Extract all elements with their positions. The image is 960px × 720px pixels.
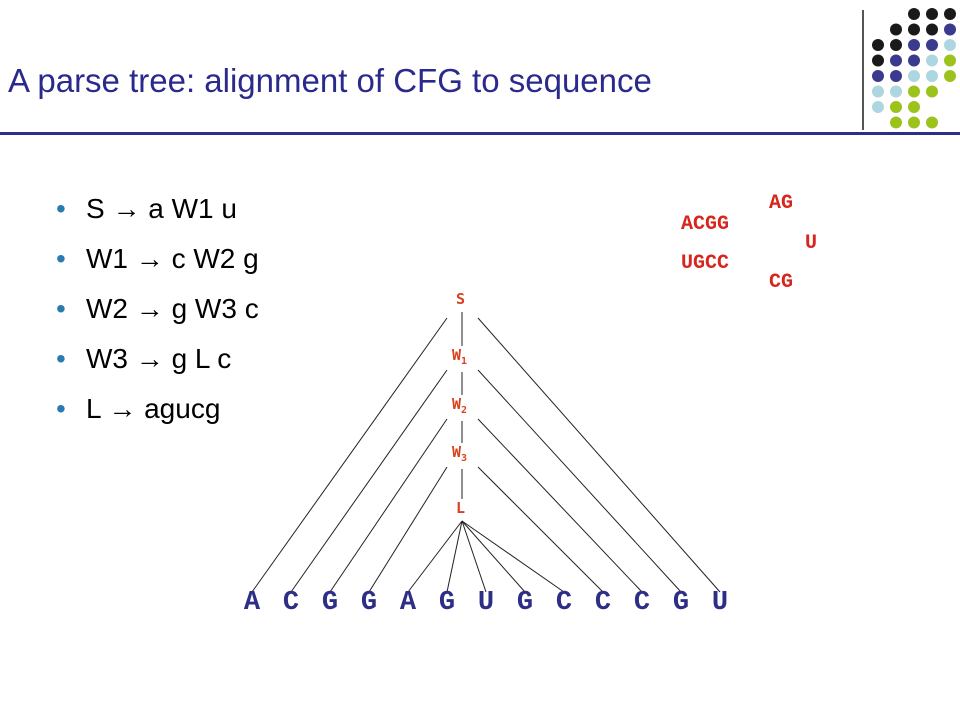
decorative-dot [908, 54, 920, 67]
decorative-dot [926, 8, 938, 20]
rule-rhs: agucg [144, 393, 221, 424]
decorative-dot [908, 101, 920, 113]
decorative-dot [872, 85, 884, 98]
tree-edge [477, 317, 721, 593]
decorative-dot [872, 54, 884, 67]
grammar-rule: • W1 → c W2 g [56, 240, 296, 278]
rule-rhs: c W2 g [171, 243, 259, 274]
sequence-base: A [399, 588, 417, 618]
sequence-base: C [555, 588, 573, 618]
decorative-dot [926, 23, 938, 36]
hairpin-stem-bottom: UGCC [681, 252, 730, 275]
sequence-base: U [711, 588, 729, 618]
sequence-base: C [633, 588, 651, 618]
arrow-icon: → [135, 343, 164, 374]
decorative-dot [872, 70, 884, 82]
decorative-dot [926, 54, 938, 67]
decorative-dot [908, 39, 920, 51]
hairpin-loop-top: AG [769, 192, 794, 215]
arrow-icon: → [108, 393, 137, 424]
hairpin-stem-top: ACGG [681, 213, 730, 236]
tree-node-s: S [456, 290, 466, 308]
grammar-rule: • S → a W1 u [56, 190, 296, 228]
hairpin-loop-bottom: CG [769, 271, 794, 294]
decorative-dot [944, 70, 956, 82]
decorative-dot [908, 70, 920, 82]
sequence-base: G [672, 588, 690, 618]
decorative-dot [890, 23, 902, 36]
decorative-dot [872, 101, 884, 113]
grammar-rule: • W3 → g L c [56, 340, 296, 378]
tree-edge [461, 520, 487, 593]
bullet-icon: • [56, 293, 66, 324]
decorative-dot [908, 85, 920, 98]
decorative-dot [944, 8, 956, 20]
sequence-base: C [282, 588, 300, 618]
sequence-base: G [438, 588, 456, 618]
decorative-dot [908, 116, 920, 129]
tree-node-w1: W1 [452, 346, 468, 367]
decorative-dot [926, 116, 938, 129]
sequence-base: C [594, 588, 612, 618]
title-divider [0, 132, 960, 135]
decorative-dot [926, 70, 938, 82]
tree-edge [290, 369, 448, 593]
decorative-dot [890, 101, 902, 113]
decorative-dot [944, 23, 956, 36]
tree-edge [446, 520, 463, 593]
rule-rhs: g W3 c [171, 293, 259, 324]
rule-lhs: S [86, 193, 105, 224]
tree-node-l: L [456, 499, 466, 517]
arrow-icon: → [135, 293, 164, 324]
tree-edge [407, 520, 463, 593]
decorative-dot [944, 54, 956, 67]
arrow-icon: → [112, 193, 141, 224]
tree-edge [461, 520, 565, 593]
rule-rhs: g L c [171, 343, 232, 374]
grammar-rule: • L → agucg [56, 390, 296, 428]
decorative-dot [944, 39, 956, 51]
decorative-dot [890, 85, 902, 98]
decorative-dot [926, 39, 938, 51]
tree-edge [461, 520, 526, 593]
decorative-dot [890, 39, 902, 51]
decorative-dot [908, 8, 920, 20]
tree-edge [329, 418, 448, 593]
tree-edge [477, 369, 682, 593]
tree-edge [368, 466, 448, 593]
tree-edge [477, 466, 604, 593]
sequence-base: G [321, 588, 339, 618]
grammar-rules-list: • S → a W1 u • W1 → c W2 g • W2 → g W3 c • W… [56, 190, 296, 440]
sequence-base: U [477, 588, 495, 618]
bullet-icon: • [56, 343, 66, 374]
decorative-dot [890, 70, 902, 82]
bullet-icon: • [56, 243, 66, 274]
arrow-icon: → [135, 243, 164, 274]
decorative-vertical-rule [862, 10, 864, 130]
rule-rhs: a W1 u [148, 193, 237, 224]
sequence-base: G [360, 588, 378, 618]
bullet-icon: • [56, 393, 66, 424]
tree-node-w3: W3 [452, 443, 468, 464]
decorative-dot [890, 116, 902, 129]
grammar-rule: • W2 → g W3 c [56, 290, 296, 328]
sequence-base: A [243, 588, 261, 618]
page-title: A parse tree: alignment of CFG to sequen… [8, 62, 652, 99]
decorative-dot [872, 39, 884, 51]
decorative-dot [908, 23, 920, 36]
tree-edge [477, 418, 643, 593]
tree-edge [251, 317, 448, 593]
sequence-base: G [516, 588, 534, 618]
rule-lhs: W1 [86, 243, 128, 274]
rule-lhs: W3 [86, 343, 128, 374]
rule-lhs: L [86, 393, 101, 424]
tree-node-w2: W2 [452, 395, 468, 416]
decorative-dot [890, 54, 902, 67]
hairpin-loop-mid: U [805, 232, 818, 255]
bullet-icon: • [56, 193, 66, 224]
decorative-dot [926, 85, 938, 98]
rule-lhs: W2 [86, 293, 128, 324]
